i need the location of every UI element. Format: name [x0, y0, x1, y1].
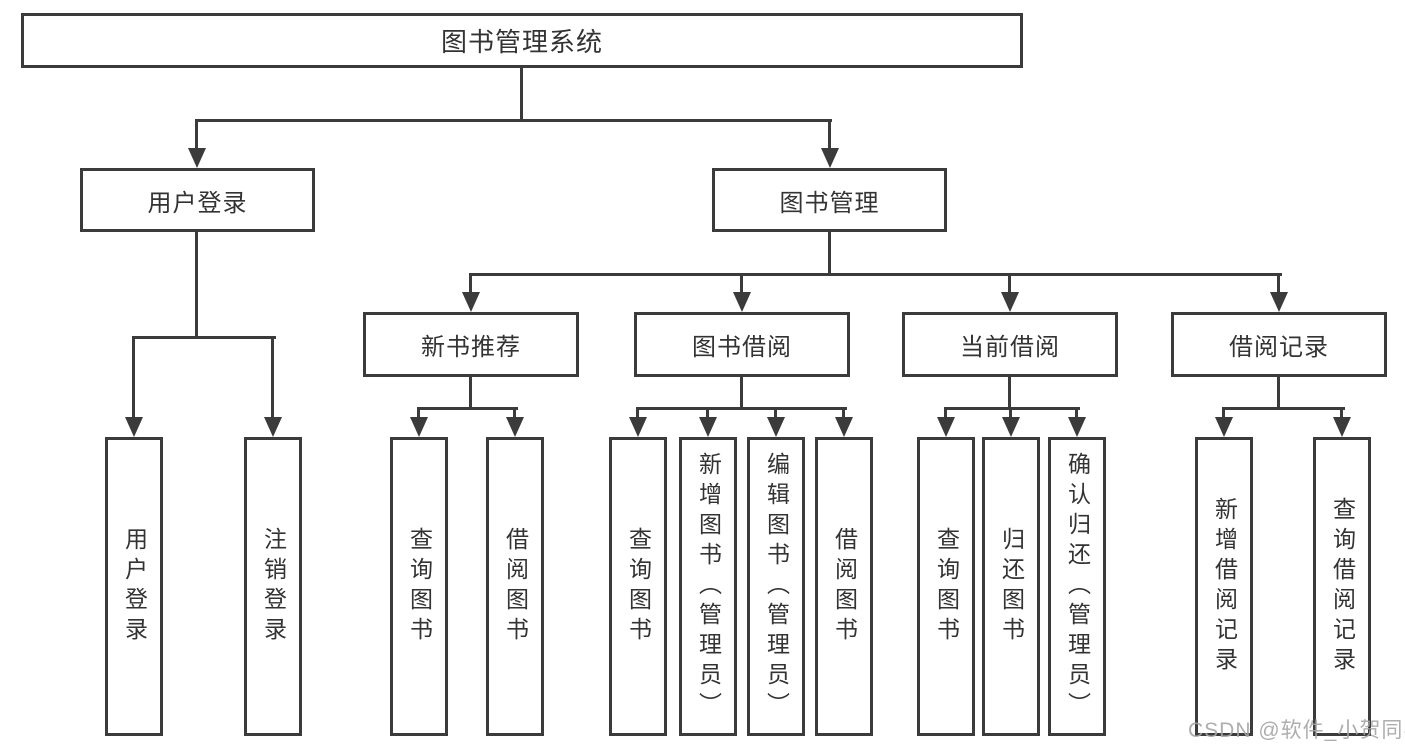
- arrow-down-icon: [767, 417, 785, 437]
- node-new-books: 新书推荐: [363, 312, 579, 377]
- leaf-label: 查询借阅记录: [1329, 496, 1356, 677]
- node-user-login-label: 用户登录: [147, 189, 248, 217]
- node-current-borrow: 当前借阅: [902, 312, 1118, 377]
- arrow-down-icon: [188, 148, 206, 168]
- connector-drop-login-leaf2: [271, 336, 274, 421]
- leaf-newbooks-borrow: 借阅图书: [486, 437, 544, 736]
- leaf-borrow-book: 借阅图书: [815, 437, 873, 736]
- connector-drop: [1009, 407, 1012, 421]
- connector-drop: [1340, 407, 1343, 421]
- leaf-label: 归还图书: [998, 526, 1025, 647]
- connector-drop: [1075, 407, 1078, 421]
- arrow-down-icon: [835, 417, 853, 437]
- csdn-watermark: CSDN @软件_小贺同学: [1188, 719, 1405, 742]
- arrow-down-icon: [125, 417, 143, 437]
- leaf-label: 查询图书: [933, 526, 960, 647]
- connector-drop: [636, 407, 639, 421]
- arrow-down-icon: [733, 292, 751, 312]
- connector-current-borrow-stem: [1008, 377, 1011, 409]
- connector-drop-user-login: [195, 119, 198, 153]
- leaf-label: 借阅图书: [831, 526, 858, 647]
- connector-drop-book-mgmt: [828, 119, 831, 153]
- leaf-label: 借阅图书: [502, 526, 529, 647]
- connector-user-login-branch: [132, 336, 276, 339]
- arrow-down-icon: [821, 148, 839, 168]
- arrow-down-icon: [1215, 417, 1233, 437]
- node-book-borrow: 图书借阅: [634, 312, 850, 377]
- connector-level2-branch: [195, 119, 832, 122]
- leaf-records-add: 新增借阅记录: [1195, 437, 1253, 736]
- connector-drop: [706, 407, 709, 421]
- arrow-down-icon: [410, 417, 428, 437]
- arrow-down-icon: [1002, 417, 1020, 437]
- connector-drop-login-leaf1: [132, 336, 135, 421]
- node-book-borrow-label: 图书借阅: [692, 334, 792, 361]
- node-root-label: 图书管理系统: [440, 27, 603, 57]
- leaf-label: 编辑图书（管理员）: [763, 451, 790, 722]
- connector-new-books-branch: [417, 407, 518, 410]
- node-borrow-records: 借阅记录: [1171, 312, 1387, 377]
- arrow-down-icon: [1270, 292, 1288, 312]
- arrow-down-icon: [699, 417, 717, 437]
- connector-drop-current-borrow: [1008, 273, 1011, 297]
- arrow-down-icon: [506, 417, 524, 437]
- leaf-borrow-query: 查询图书: [609, 437, 667, 736]
- leaf-current-query: 查询图书: [917, 437, 975, 736]
- node-current-borrow-label: 当前借阅: [960, 334, 1060, 361]
- connector-level3-branch: [469, 273, 1282, 276]
- node-book-mgmt: 图书管理: [712, 168, 947, 232]
- leaf-current-confirm-admin: 确认归还（管理员）: [1048, 437, 1106, 736]
- leaf-user-login: 用户登录: [105, 437, 163, 736]
- connector-drop-book-borrow: [740, 273, 743, 297]
- node-user-login: 用户登录: [80, 168, 315, 232]
- connector-drop: [842, 407, 845, 421]
- connector-drop: [1222, 407, 1225, 421]
- leaf-label: 查询图书: [625, 526, 652, 647]
- arrow-down-icon: [462, 292, 480, 312]
- leaf-borrow-add-admin: 新增图书（管理员）: [679, 437, 737, 736]
- connector-root-stem: [520, 68, 523, 121]
- arrow-down-icon: [1001, 292, 1019, 312]
- connector-new-books-stem: [469, 377, 472, 409]
- leaf-logout: 注销登录: [244, 437, 302, 736]
- leaf-label: 用户登录: [121, 526, 148, 647]
- node-new-books-label: 新书推荐: [421, 334, 521, 361]
- connector-book-borrow-branch: [636, 407, 847, 410]
- arrow-down-icon: [937, 417, 955, 437]
- connector-book-mgmt-stem: [828, 232, 831, 275]
- arrow-down-icon: [629, 417, 647, 437]
- connector-borrow-records-branch: [1222, 407, 1345, 410]
- node-root: 图书管理系统: [21, 13, 1023, 68]
- leaf-label: 注销登录: [260, 526, 287, 647]
- connector-drop: [513, 407, 516, 421]
- leaf-current-return: 归还图书: [982, 437, 1040, 736]
- connector-user-login-stem: [195, 232, 198, 338]
- connector-book-borrow-stem: [740, 377, 743, 409]
- leaf-label: 确认归还（管理员）: [1064, 451, 1091, 722]
- node-book-mgmt-label: 图书管理: [779, 189, 880, 217]
- arrow-down-icon: [1068, 417, 1086, 437]
- leaf-label: 查询图书: [406, 526, 433, 647]
- connector-drop: [774, 407, 777, 421]
- connector-drop: [417, 407, 420, 421]
- arrow-down-icon: [1333, 417, 1351, 437]
- connector-drop-new-books: [469, 273, 472, 297]
- connector-drop: [944, 407, 947, 421]
- connector-drop-borrow-records: [1277, 273, 1280, 297]
- leaf-borrow-edit-admin: 编辑图书（管理员）: [747, 437, 805, 736]
- leaf-label: 新增图书（管理员）: [695, 451, 722, 722]
- arrow-down-icon: [264, 417, 282, 437]
- connector-borrow-records-stem: [1277, 377, 1280, 409]
- node-borrow-records-label: 借阅记录: [1229, 334, 1329, 361]
- leaf-label: 新增借阅记录: [1211, 496, 1238, 677]
- leaf-newbooks-query: 查询图书: [390, 437, 448, 736]
- leaf-records-query: 查询借阅记录: [1313, 437, 1371, 736]
- connector-current-borrow-branch: [944, 407, 1080, 410]
